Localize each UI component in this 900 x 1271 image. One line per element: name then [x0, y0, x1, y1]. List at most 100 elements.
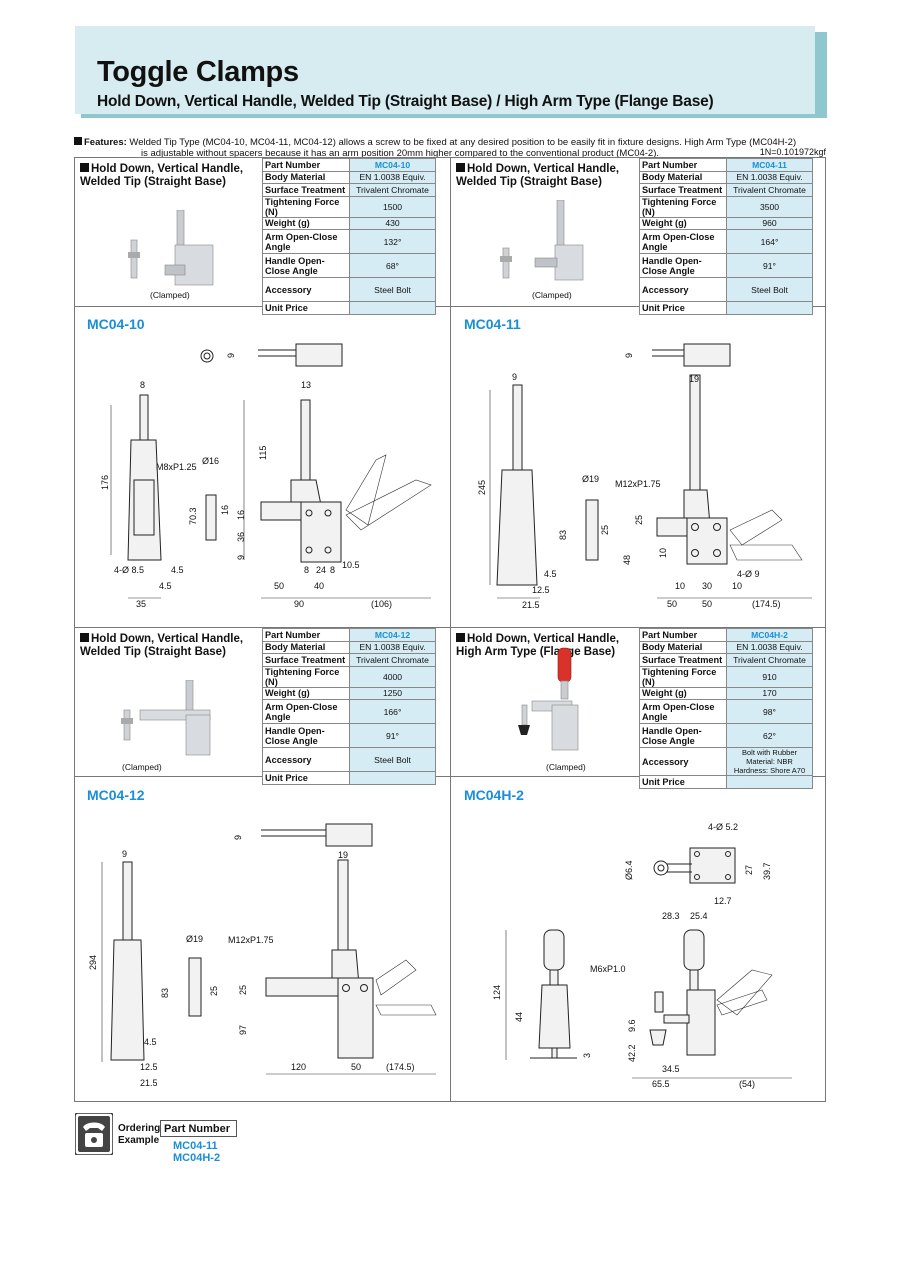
- dim-text: 4.5: [171, 565, 184, 575]
- dim-text: 8: [140, 380, 145, 390]
- drawing-mc04h-2: 4-Ø 5.2 Ø6.4 27 39.7 12.7 28.3 25.4 124 …: [492, 822, 792, 1089]
- dim-text: 12.7: [714, 896, 732, 906]
- features-text: Features: Welded Tip Type (MC04-10, MC04…: [74, 137, 826, 159]
- phone-icon: [75, 1113, 113, 1155]
- header-banner: Toggle Clamps Hold Down, Vertical Handle…: [75, 26, 827, 118]
- dim-text: 10.5: [342, 560, 360, 570]
- product-title-mc04-11: Hold Down, Vertical Handle, Welded Tip (…: [456, 163, 620, 188]
- dim-text: 50: [702, 599, 712, 609]
- dim-text: Ø19: [582, 474, 599, 484]
- unit-conversion: 1N=0.101972kgf: [759, 147, 826, 157]
- dim-text: 19: [338, 850, 348, 860]
- dim-text: 90: [294, 599, 304, 609]
- dim-text: 50: [274, 581, 284, 591]
- clamped-caption-mc04-12: (Clamped): [122, 762, 162, 772]
- dim-text: 4.5: [159, 581, 172, 591]
- dim-text: 124: [492, 985, 502, 1000]
- dim-text: 25: [209, 986, 219, 996]
- dim-text: 9.6: [627, 1019, 637, 1032]
- dim-text: 35: [136, 599, 146, 609]
- banner-shadow-bottom: [81, 112, 827, 118]
- dim-text: 294: [88, 955, 98, 970]
- features-label: Features:: [84, 137, 127, 148]
- dim-text: 10: [675, 581, 685, 591]
- dim-text: 25.4: [690, 911, 708, 921]
- unit-price-value: [349, 301, 436, 315]
- dim-text: M8xP1.25: [156, 462, 197, 472]
- drawing-mc04-10: 9 8 176 M8xP1.25 Ø16 70.3 16 4-Ø 8.5 4.5…: [100, 343, 432, 609]
- clamped-caption-mc04-10: (Clamped): [150, 290, 190, 300]
- dim-text: Ø6.4: [624, 860, 634, 880]
- dim-text: M6xP1.0: [590, 964, 626, 974]
- dim-text: 25: [634, 515, 644, 525]
- dim-text: 12.5: [140, 1062, 158, 1072]
- dim-text: 34.5: [662, 1064, 680, 1074]
- dim-text: M12xP1.75: [228, 935, 274, 945]
- features-line1: Welded Tip Type (MC04-10, MC04-11, MC04-…: [129, 137, 797, 148]
- dim-text: 21.5: [140, 1078, 158, 1088]
- dim-text: 83: [558, 530, 568, 540]
- dim-text: 9: [233, 835, 243, 840]
- dim-text: 10: [658, 548, 668, 558]
- drawing-mc04-11: 9 9 245 Ø19 M12xP1.75 83 25 4.5 12.5 21.…: [477, 343, 812, 610]
- dim-text: 28.3: [662, 911, 680, 921]
- model-label-mc04h-2: MC04H-2: [464, 787, 524, 803]
- dim-text: 48: [622, 555, 632, 565]
- dim-text: 70.3: [188, 507, 198, 525]
- product-photo-mc04-10: [128, 210, 214, 286]
- dim-text: 25: [238, 985, 248, 995]
- product-photo-mc04h-2: [518, 647, 579, 751]
- features-line2: is adjustable without spacers because it…: [141, 148, 660, 159]
- unit-price-value: [726, 301, 813, 315]
- part-number-value: MC04-12: [349, 628, 436, 642]
- grid-divider-row2: [74, 627, 826, 628]
- bullet-square-icon: [456, 633, 465, 642]
- banner-background: [75, 26, 815, 114]
- dim-text: 65.5: [652, 1079, 670, 1089]
- part-number-value: MC04H-2: [726, 628, 813, 642]
- product-photo-mc04-11: [500, 200, 584, 281]
- dim-text: 9: [236, 555, 246, 560]
- dim-text: M12xP1.75: [615, 479, 661, 489]
- dim-text: 27: [744, 865, 754, 875]
- page-subtitle: Hold Down, Vertical Handle, Welded Tip (…: [97, 93, 714, 110]
- model-label-mc04-10: MC04-10: [87, 316, 145, 332]
- dim-text: Ø19: [186, 934, 203, 944]
- ordering-value-1: MC04-11: [173, 1140, 218, 1152]
- model-label-mc04-12: MC04-12: [87, 787, 145, 803]
- product-title-mc04-10: Hold Down, Vertical Handle, Welded Tip (…: [80, 163, 244, 188]
- dim-text: 4.5: [144, 1037, 157, 1047]
- dim-text: (54): [739, 1079, 755, 1089]
- dim-text: 4-Ø 5.2: [708, 822, 738, 832]
- dim-text: 24: [316, 565, 326, 575]
- dim-text: 8: [330, 565, 335, 575]
- bullet-square-icon: [74, 137, 82, 145]
- bullet-square-icon: [456, 163, 465, 172]
- dim-text: 16: [236, 510, 246, 520]
- dim-text: 120: [291, 1062, 306, 1072]
- dim-text: 21.5: [522, 600, 540, 610]
- dim-text: 50: [667, 599, 677, 609]
- drawing-mc04-12: 9 9 294 Ø19 M12xP1.75 83 25 4.5 12.5 21.…: [88, 823, 437, 1088]
- dim-text: 12.5: [532, 585, 550, 595]
- bullet-square-icon: [80, 633, 89, 642]
- unit-price-value: [349, 771, 436, 785]
- dim-text: Ø16: [202, 456, 219, 466]
- dim-text: 176: [100, 475, 110, 490]
- part-number-value: MC04-10: [349, 158, 436, 172]
- ordering-values: MC04-11 MC04H-2: [173, 1140, 220, 1164]
- clamped-caption-mc04-11: (Clamped): [532, 290, 572, 300]
- dim-text: 115: [258, 446, 268, 460]
- dim-text: 3: [582, 1053, 592, 1058]
- grid-divider-row1: [74, 306, 826, 307]
- unit-price-value: [726, 775, 813, 789]
- dim-text: (174.5): [386, 1062, 415, 1072]
- dim-text: 9: [226, 353, 236, 358]
- dim-text: (106): [371, 599, 392, 609]
- grid-divider-row3: [74, 776, 826, 777]
- product-title-mc04-12: Hold Down, Vertical Handle, Welded Tip (…: [80, 633, 244, 658]
- dim-text: 4.5: [544, 569, 557, 579]
